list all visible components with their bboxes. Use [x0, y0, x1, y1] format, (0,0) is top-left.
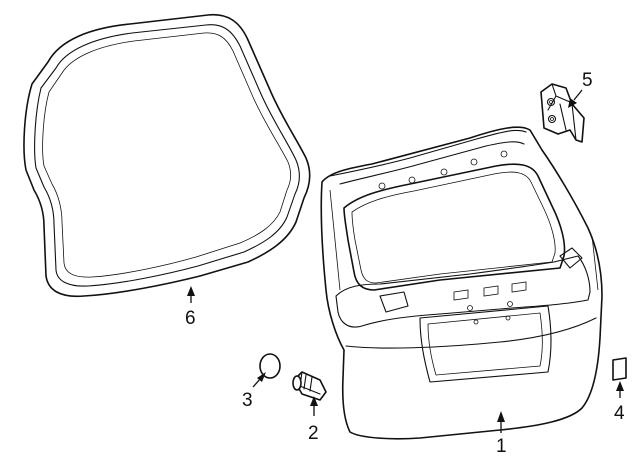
weatherstrip-seal: [23, 13, 311, 298]
callout-1: 1: [496, 436, 507, 457]
leader-line-4: [616, 381, 624, 398]
callout-4: 4: [614, 403, 625, 424]
leader-line-5: [568, 89, 583, 108]
leader-line-6: [187, 286, 195, 303]
callout-2: 2: [308, 423, 319, 444]
lock-switch: [292, 371, 327, 401]
liftgate-hinge: [540, 83, 585, 143]
cap-plug: [259, 353, 281, 379]
leader-line-2: [310, 396, 318, 416]
label-pad: [612, 357, 627, 381]
callout-5: 5: [582, 70, 593, 91]
lift-gate: [320, 126, 603, 440]
leader-line-3: [252, 372, 266, 388]
leader-line-1: [497, 411, 505, 433]
callout-3: 3: [242, 390, 253, 411]
callout-6: 6: [185, 308, 196, 329]
